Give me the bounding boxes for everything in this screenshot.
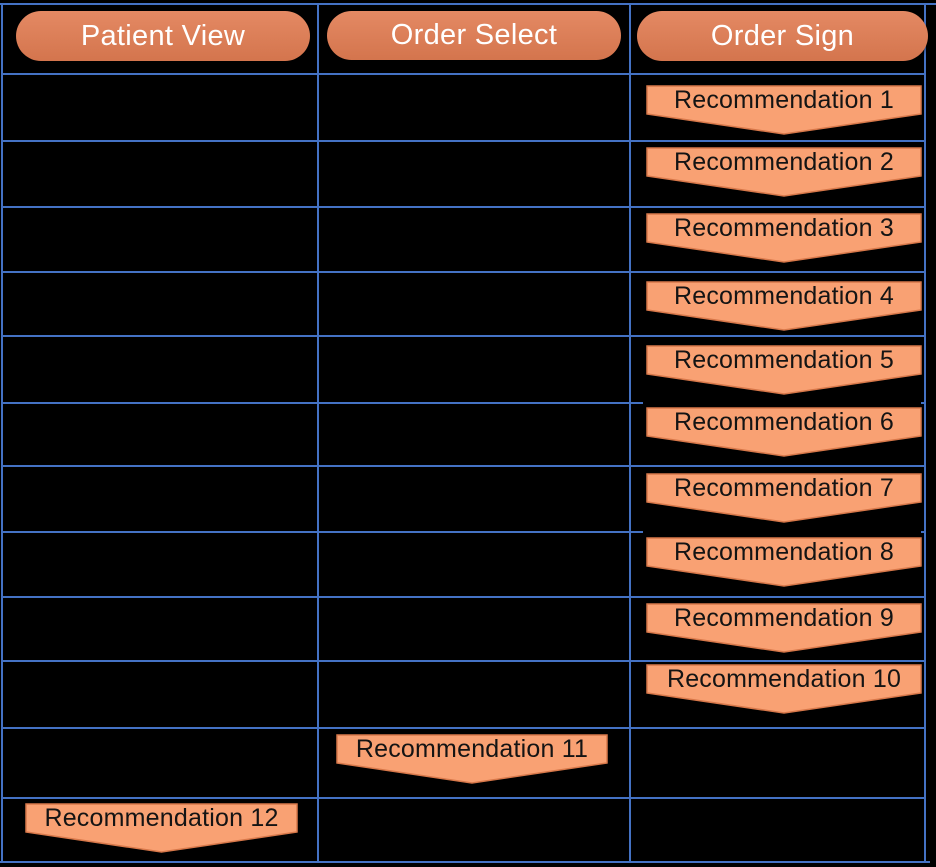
chevron-banner-shape	[646, 147, 922, 197]
recommendation-banner-7: Recommendation 7	[646, 473, 922, 523]
recommendation-label: Recommendation 12	[44, 804, 279, 832]
lane-header-patient-view: Patient View	[16, 11, 310, 61]
chevron-banner-shape	[646, 85, 922, 135]
chevron-banner-shape	[646, 603, 922, 653]
lane-header-order-select: Order Select	[327, 11, 621, 60]
grid-line-horizontal	[1, 660, 926, 662]
recommendation-banner-8: Recommendation 8	[646, 537, 922, 587]
grid-line-horizontal	[1, 402, 643, 404]
recommendation-banner-2: Recommendation 2	[646, 147, 922, 197]
grid-line-horizontal	[1, 73, 926, 75]
grid-line-horizontal	[1, 271, 926, 273]
recommendation-banner-6: Recommendation 6	[646, 407, 922, 457]
chevron-banner-shape	[25, 803, 298, 853]
chevron-banner-shape	[646, 213, 922, 263]
grid-line-horizontal	[1, 531, 643, 533]
grid-line-horizontal	[0, 861, 930, 863]
recommendation-banner-5: Recommendation 5	[646, 345, 922, 395]
grid-line-horizontal	[1, 465, 926, 467]
recommendation-label: Recommendation 2	[674, 148, 894, 176]
recommendation-banner-12: Recommendation 12	[25, 803, 298, 853]
recommendation-banner-9: Recommendation 9	[646, 603, 922, 653]
chevron-banner-shape	[336, 734, 608, 784]
recommendation-label: Recommendation 9	[674, 604, 894, 632]
chevron-banner-shape	[646, 407, 922, 457]
recommendation-label: Recommendation 1	[674, 86, 894, 114]
recommendation-label: Recommendation 5	[674, 346, 894, 374]
recommendation-banner-10: Recommendation 10	[646, 664, 922, 714]
recommendation-banner-1: Recommendation 1	[646, 85, 922, 135]
recommendation-label: Recommendation 10	[666, 665, 902, 693]
chevron-banner-shape	[646, 473, 922, 523]
recommendation-banner-11: Recommendation 11	[336, 734, 608, 784]
recommendation-label: Recommendation 3	[674, 214, 894, 242]
chevron-banner-shape	[646, 537, 922, 587]
grid-line-horizontal	[1, 727, 926, 729]
grid-line-horizontal	[1, 140, 926, 142]
grid-line-horizontal	[1, 797, 926, 799]
chevron-banner-shape	[646, 664, 922, 714]
grid-line-vertical	[629, 3, 631, 861]
recommendation-label: Recommendation 7	[674, 474, 894, 502]
recommendation-label: Recommendation 4	[674, 282, 894, 310]
recommendation-banner-3: Recommendation 3	[646, 213, 922, 263]
grid-line-vertical	[924, 3, 926, 863]
grid-line-vertical	[1, 3, 3, 863]
grid-line-horizontal	[1, 335, 926, 337]
recommendation-label: Recommendation 8	[674, 538, 894, 566]
grid-line-horizontal	[1, 206, 926, 208]
recommendation-label: Recommendation 11	[355, 735, 589, 763]
grid-line-horizontal	[0, 3, 936, 5]
recommendation-label: Recommendation 6	[674, 408, 894, 436]
chevron-banner-shape	[646, 345, 922, 395]
grid-line-vertical	[317, 3, 319, 861]
lane-header-order-sign: Order Sign	[637, 11, 928, 61]
recommendation-banner-4: Recommendation 4	[646, 281, 922, 331]
grid-line-horizontal	[921, 402, 926, 404]
grid-line-horizontal	[1, 596, 926, 598]
chevron-banner-shape	[646, 281, 922, 331]
grid-line-horizontal	[921, 531, 926, 533]
